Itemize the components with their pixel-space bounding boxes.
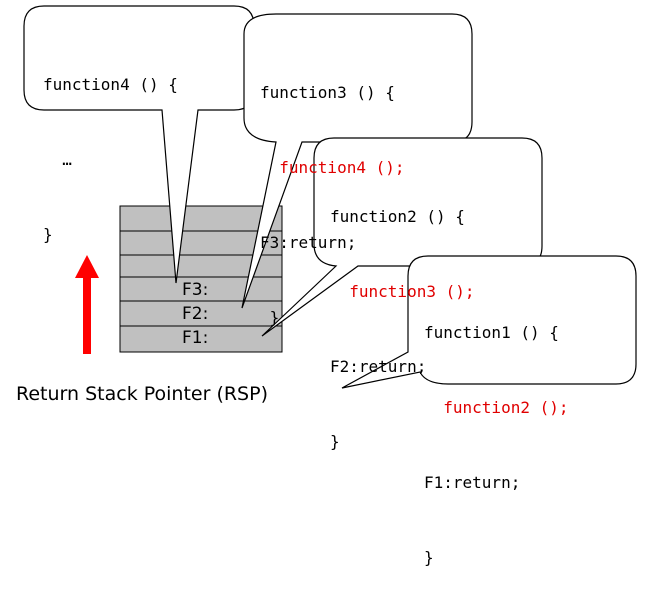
code-line: function1 () { [424, 323, 559, 342]
callout-bubble-function4 [23, 5, 255, 284]
code-line: function3 () { [260, 83, 395, 102]
stack-body [119, 205, 283, 353]
function3-code: function3 () { function4 (); F3:return; … [260, 30, 405, 355]
code-line: } [424, 548, 434, 567]
code-line: F3:return; [260, 233, 357, 252]
code-line: } [260, 308, 280, 327]
stack-block [119, 205, 283, 353]
code-line-call-highlight: function2 (); [424, 398, 569, 417]
callout-bubble-function1 [341, 255, 637, 389]
callout-bubble-function3 [241, 13, 473, 309]
code-line: function4 () { [43, 75, 178, 94]
rsp-up-arrow-icon [75, 255, 99, 354]
stack-slot-f3-label: F3: [182, 280, 209, 300]
rsp-caption: Return Stack Pointer (RSP) [16, 383, 268, 405]
code-line-call-highlight: function3 (); [330, 282, 475, 301]
call-stack-diagram [23, 5, 637, 389]
function4-code: function4 () { … } [43, 22, 178, 272]
stack-slot-f1-label: F1: [182, 328, 209, 348]
code-line-call-highlight: function4 (); [260, 158, 405, 177]
code-line: … [43, 150, 72, 169]
callout-bubble-function2 [261, 137, 543, 337]
code-line: F2:return; [330, 357, 427, 376]
code-line: function2 () { [330, 207, 465, 226]
code-line: F1:return; [424, 473, 521, 492]
function1-code: function1 () { function2 (); F1:return; … [424, 270, 569, 595]
stack-slot-f2-label: F2: [182, 304, 209, 324]
code-line: } [43, 225, 53, 244]
